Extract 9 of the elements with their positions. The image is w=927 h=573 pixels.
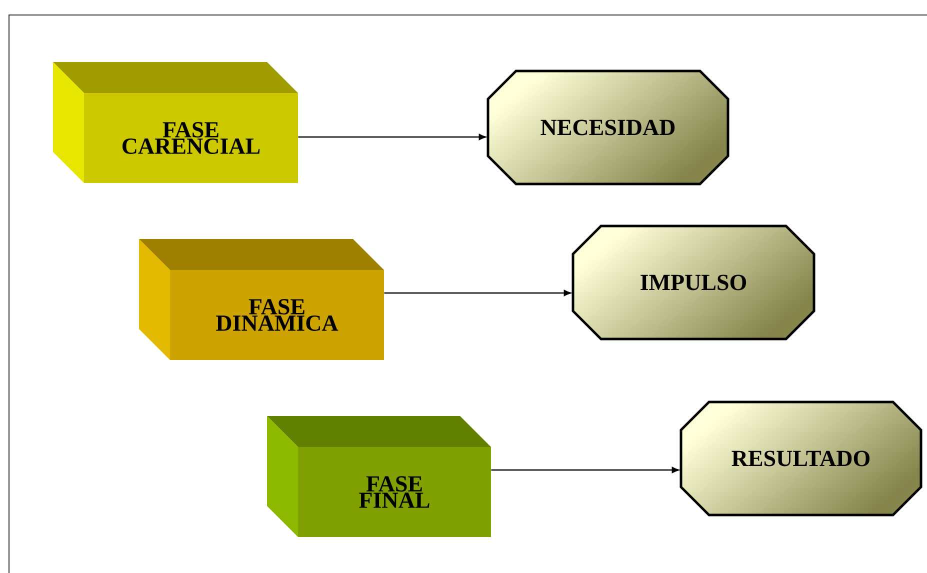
- block-drawing: FASE FINAL: [267, 416, 491, 537]
- octagon-box: IMPULSO: [572, 224, 816, 340]
- arrow: [491, 466, 679, 474]
- octagon-box: RESULTADO: [680, 400, 922, 516]
- block-drawing: FASE CARENCIAL: [53, 62, 298, 183]
- block-drawing: FASE DINAMICA: [139, 239, 384, 360]
- arrow: [384, 290, 571, 296]
- octagon-box: NECESIDAD: [486, 70, 730, 186]
- arrow: [298, 134, 486, 140]
